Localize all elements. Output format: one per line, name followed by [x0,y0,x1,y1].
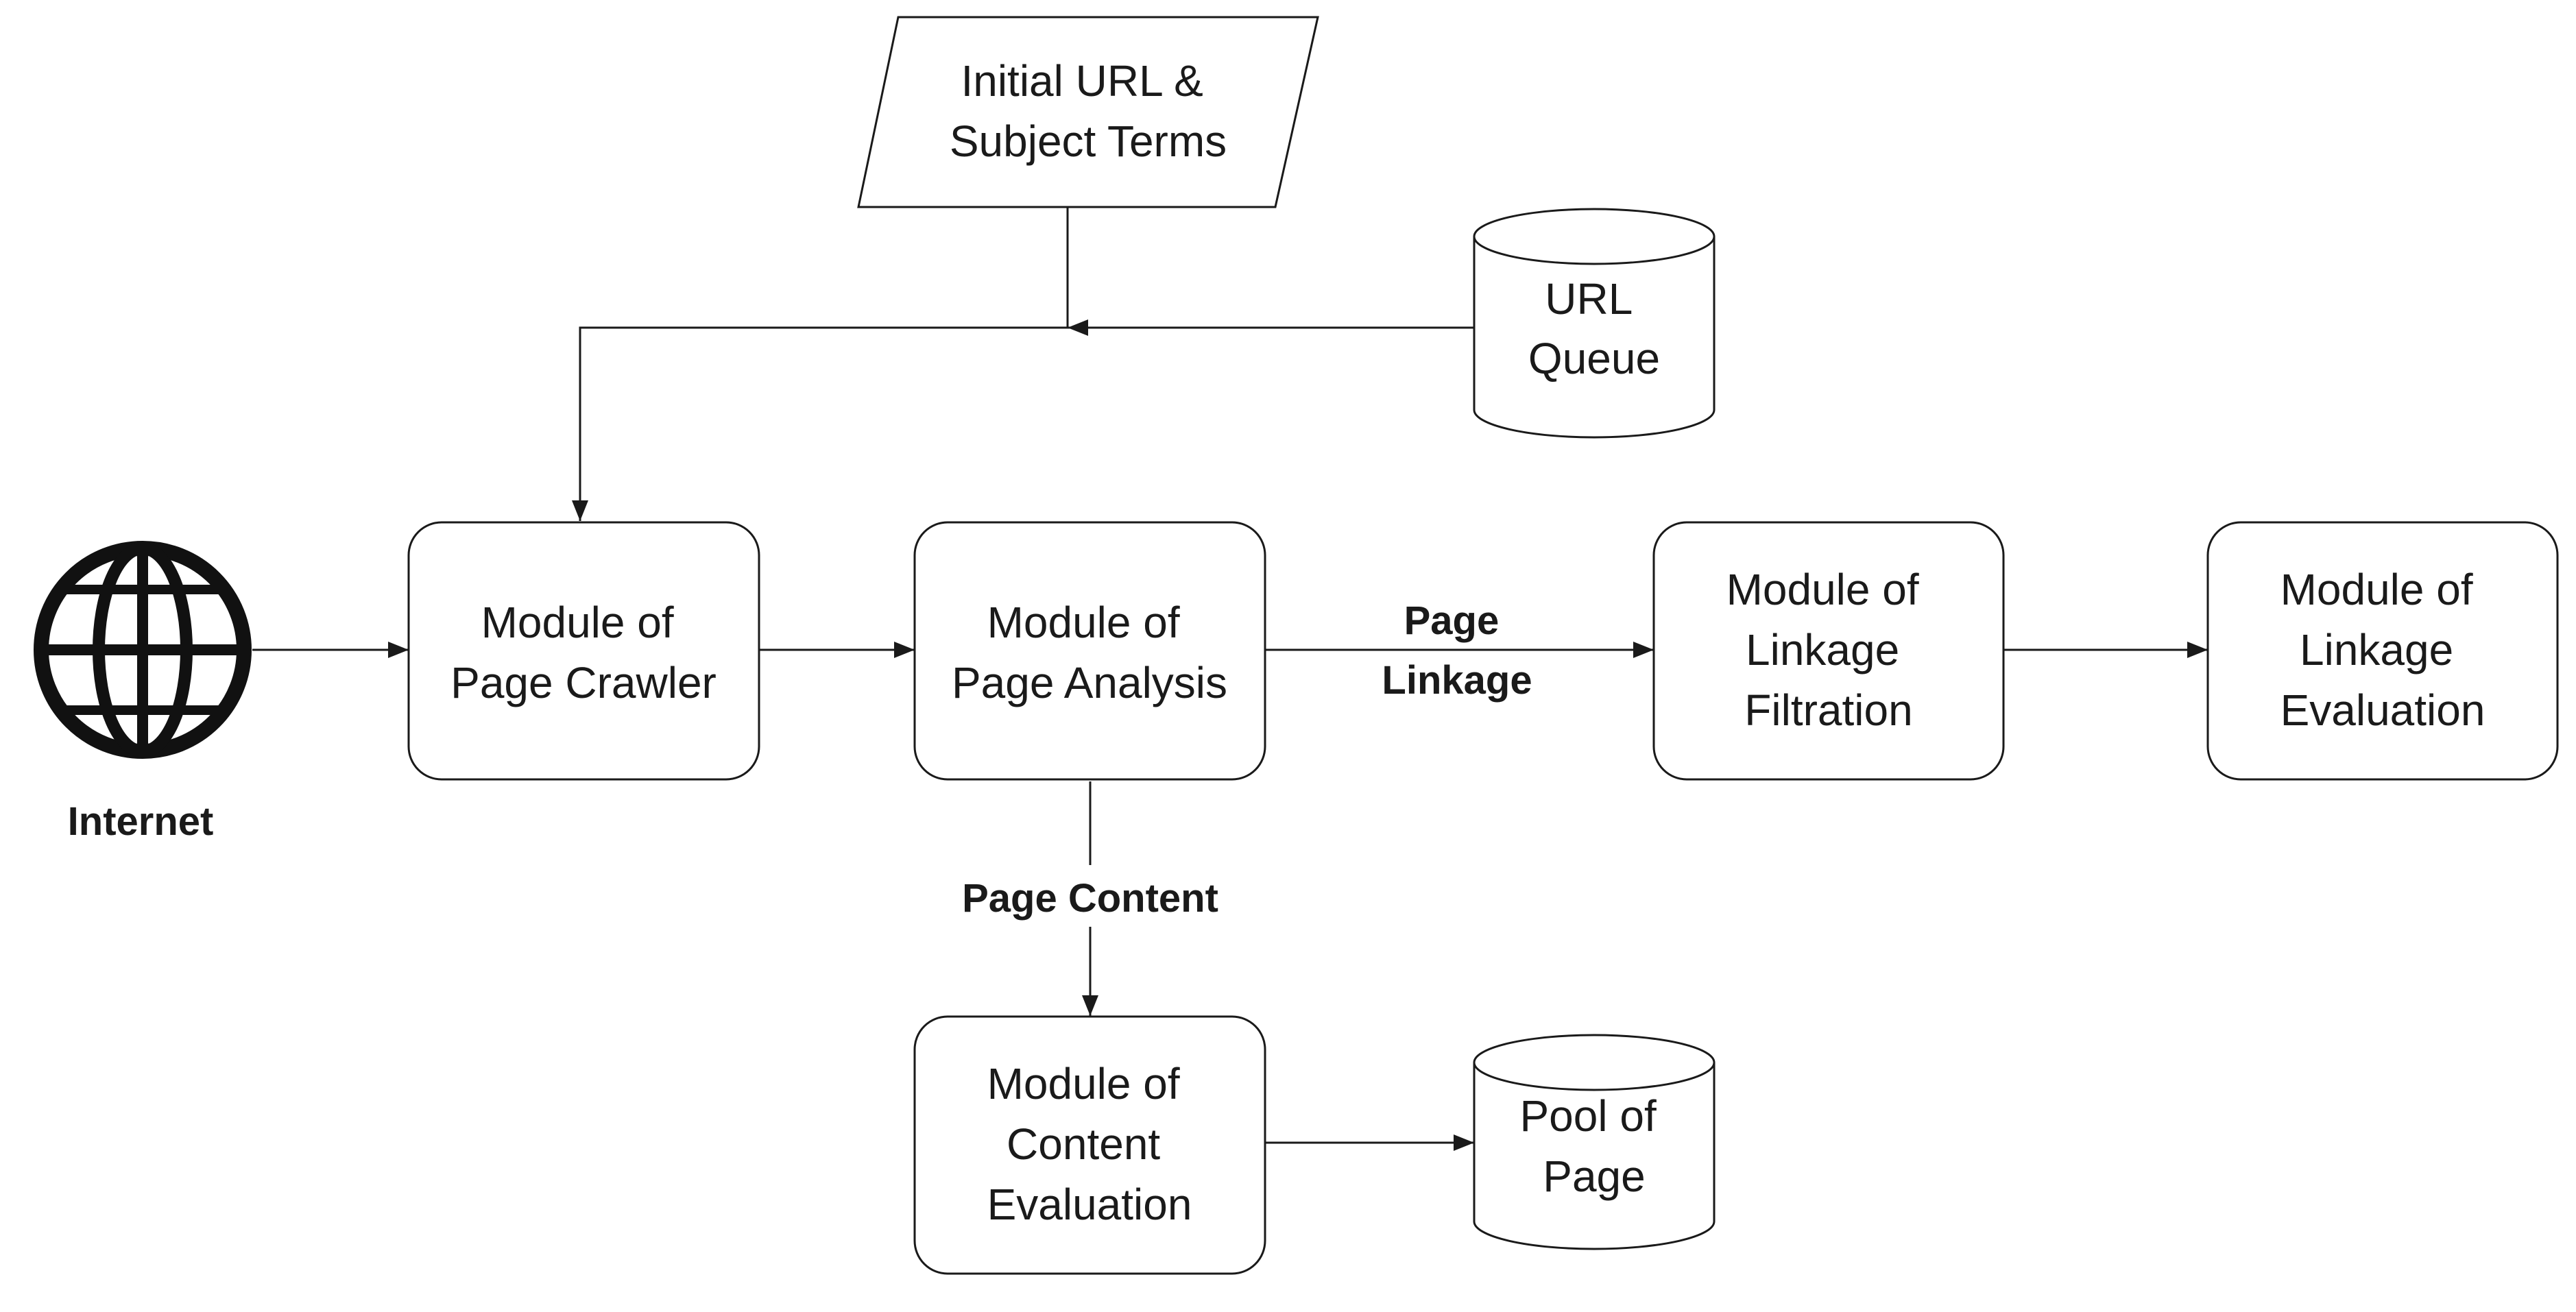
content-evaluation-node: Module of Content Evaluation [913,1015,1266,1275]
page-crawler-line-2: Page Crawler [450,658,717,707]
initial-url-label: Initial URL & Subject Terms [950,56,1227,166]
linkage-filtration-line-2: Linkage [1746,625,1899,675]
initial-url-node: Initial URL & Subject Terms [857,16,1319,208]
initial-url-line-1: Initial URL & [961,56,1203,106]
linkage-evaluation-node: Module of Linkage Evaluation [2206,521,2559,781]
pool-of-page-line-1: Pool of [1519,1091,1656,1141]
page-linkage-line-2: Linkage [1382,658,1532,703]
linkage-filtration-label: Module of Linkage Filtration [1726,565,1931,735]
content-evaluation-line-3: Evaluation [987,1180,1192,1229]
linkage-filtration-line-3: Filtration [1744,685,1912,735]
globe-icon [34,541,252,759]
content-evaluation-line-2: Content [1007,1119,1160,1169]
page-analysis-line-1: Module of [987,598,1180,647]
page-content-label: Page Content [962,876,1218,921]
page-crawler-label: Module of Page Crawler [450,598,717,707]
url-queue-node: URL Queue [1473,208,1716,439]
pool-of-page-line-2: Page [1543,1152,1645,1201]
linkage-filtration-line-1: Module of [1726,565,1919,614]
page-linkage-line-1: Page [1404,598,1500,643]
page-crawler-node: Module of Page Crawler [407,521,760,781]
url-queue-line-1: URL [1545,274,1631,324]
page-analysis-node: Module of Page Analysis [913,521,1266,781]
linkage-evaluation-line-1: Module of [2280,565,2473,614]
url-queue-label: URL Queue [1528,274,1660,383]
page-linkage-label: Page Linkage [1382,598,1532,703]
initial-url-line-2: Subject Terms [950,117,1227,166]
content-evaluation-line-1: Module of [987,1059,1180,1108]
edge-junction-to-crawler [572,326,1068,521]
linkage-evaluation-line-2: Linkage [2300,625,2453,675]
content-evaluation-label: Module of Content Evaluation [987,1059,1192,1229]
url-queue-line-2: Queue [1528,334,1660,383]
linkage-evaluation-line-3: Evaluation [2280,685,2485,735]
page-crawler-line-1: Module of [481,598,674,647]
page-content-label-backing [932,865,1248,927]
pool-of-page-label: Pool of Page [1519,1091,1668,1201]
page-analysis-label: Module of Page Analysis [952,598,1227,707]
linkage-evaluation-label: Module of Linkage Evaluation [2280,565,2485,735]
linkage-filtration-node: Module of Linkage Filtration [1652,521,2005,781]
internet-label: Internet [68,799,214,844]
pool-of-page-node: Pool of Page [1473,1034,1716,1250]
page-analysis-line-2: Page Analysis [952,658,1227,707]
